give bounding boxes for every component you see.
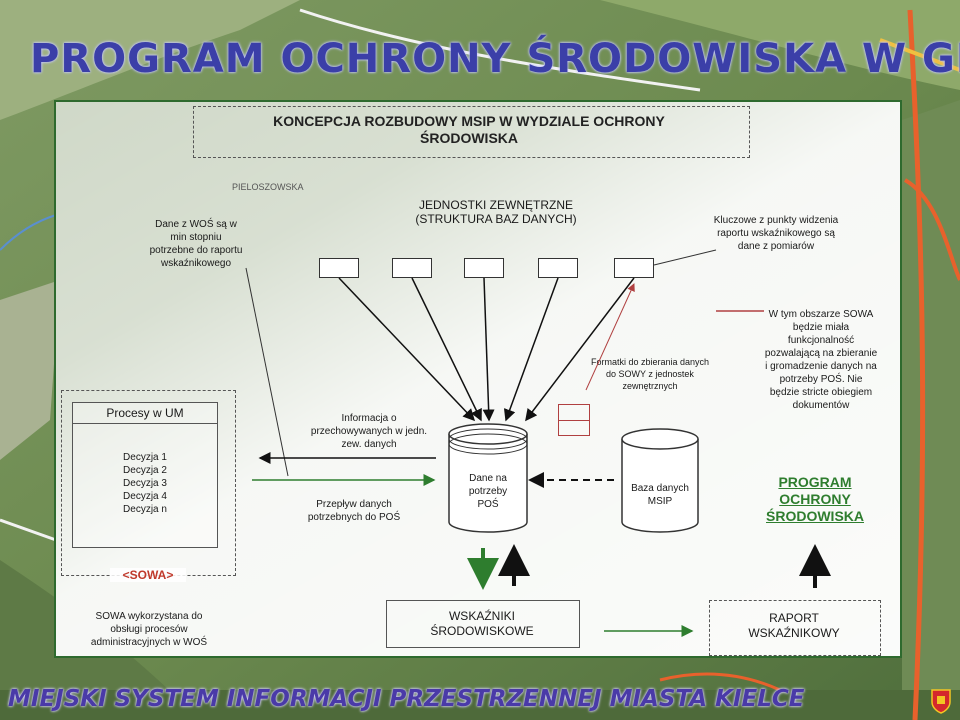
processes-box: Procesy w UM Decyzja 1 Decyzja 2 Decyzja… <box>72 402 218 548</box>
note-kluczowe: Kluczowe z punkty widzenia raportu wskaź… <box>713 215 839 252</box>
diagram-panel: PIELOSZOWSKA KONCEPCJA ROZBUDOWY MSIP W … <box>54 100 902 658</box>
slide-title: PROGRAM OCHRONY ŚRODOWISKA W GIS <box>30 36 960 82</box>
line-dane-z-wos <box>245 267 289 477</box>
decision-n: Decyzja n <box>123 504 167 515</box>
note-dane-z-wos: Dane z WOŚ są w min stopniu potrzebne do… <box>149 219 243 269</box>
arrow-source-4 <box>503 277 559 422</box>
external-unit-4 <box>538 258 578 278</box>
note-sowa-wykorzystana: SOWA wykorzystana do obsługi procesów ad… <box>90 611 208 648</box>
external-unit-3 <box>464 258 504 278</box>
db-pos-cylinder <box>448 423 528 533</box>
arrow-source-2 <box>411 277 482 422</box>
wskazniki-label: WSKAŹNIKI ŚRODOWISKOWE <box>430 609 534 638</box>
note-obszar-sowa: W tym obszarze SOWA będzie miała funkcjo… <box>764 309 878 411</box>
decision-2: Decyzja 2 <box>123 465 167 476</box>
arrow-formatki <box>585 283 635 391</box>
map-label-pieloszowska: PIELOSZOWSKA <box>232 182 304 192</box>
external-unit-1 <box>319 258 359 278</box>
external-units-title: JEDNOSTKI ZEWNĘTRZNE (STRUKTURA BAZ DANY… <box>415 198 577 226</box>
kielce-crest-icon <box>931 689 951 714</box>
program-label: PROGRAM OCHRONY ŚRODOWISKA <box>766 474 864 524</box>
line-kluczowe <box>653 249 717 266</box>
db-pos-label: Dane na potrzeby POŚ <box>468 473 508 510</box>
note-informacja: Informacja o przechowywanych w jedn. zew… <box>310 413 428 450</box>
external-unit-2 <box>392 258 432 278</box>
decision-1: Decyzja 1 <box>123 452 167 463</box>
wskazniki-box: WSKAŹNIKI ŚRODOWISKOWE <box>386 600 580 648</box>
footer-title: MIEJSKI SYSTEM INFORMACJI PRZESTRZENNEJ … <box>8 686 805 712</box>
decision-4: Decyzja 4 <box>123 491 167 502</box>
processes-title: Procesy w UM <box>106 406 184 420</box>
db-msip-cylinder <box>621 428 699 533</box>
arrow-source-5 <box>525 277 635 422</box>
diagram-header: KONCEPCJA ROZBUDOWY MSIP W WYDZIALE OCHR… <box>273 113 665 146</box>
external-unit-5 <box>614 258 654 278</box>
note-formatki: Formatki do zbierania danych do SOWY z j… <box>590 357 710 391</box>
diagram-connectors <box>245 249 831 637</box>
raport-box: RAPORT WSKAŹNIKOWY <box>709 600 881 656</box>
sowa-label: <SOWA> <box>110 568 186 582</box>
decision-3: Decyzja 3 <box>123 478 167 489</box>
db-msip-label: Baza danych MSIP <box>631 483 689 507</box>
red-legend-box <box>558 404 590 436</box>
arrow-source-1 <box>338 277 476 422</box>
arrow-source-3 <box>482 277 495 422</box>
diagram-header-box: KONCEPCJA ROZBUDOWY MSIP W WYDZIALE OCHR… <box>193 106 750 158</box>
red-legend-divider <box>559 420 589 421</box>
raport-label: RAPORT WSKAŹNIKOWY <box>748 611 840 640</box>
note-przeplyw: Przepływ danych potrzebnych do POŚ <box>307 499 401 523</box>
processes-divider <box>73 423 217 424</box>
